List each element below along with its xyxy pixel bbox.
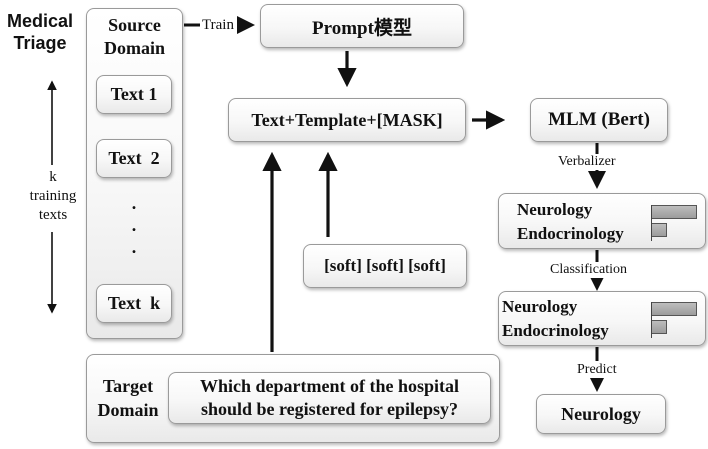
title-line2: Triage <box>13 33 67 53</box>
source-domain-line1: Source <box>108 15 161 35</box>
source-text-1: Text 1 <box>96 75 172 114</box>
template-box: Text+Template+[MASK] <box>228 98 466 142</box>
result-box-2-line2: Endocrinology <box>502 321 609 340</box>
source-ellipsis: . . . <box>131 193 137 257</box>
result-1-bar-2 <box>651 223 667 237</box>
verbalizer-label: Verbalizer <box>556 154 618 170</box>
title-line1: Medical <box>6 11 74 31</box>
result-1-bar-1 <box>651 205 697 219</box>
classification-label: Classification <box>548 262 629 278</box>
source-domain-line2: Domain <box>103 38 165 58</box>
train-label: Train <box>202 17 234 33</box>
prompt-model-label: Prompt模型 <box>312 17 412 39</box>
target-domain-title: Target Domain <box>90 374 166 422</box>
predict-label: Predict <box>575 362 619 378</box>
target-domain-line1: Target <box>102 376 154 396</box>
source-text-k: Text k <box>96 284 172 323</box>
source-text-1-label: Text 1 <box>110 84 158 104</box>
final-prediction-label: Neurology <box>561 403 641 424</box>
result-2-bar-2 <box>651 320 667 334</box>
mlm-box: MLM (Bert) <box>530 98 668 142</box>
result-box-2-line1: Neurology <box>502 297 578 316</box>
target-question-line1: Which department of the hospital <box>199 376 459 396</box>
result-box-1 <box>498 193 706 249</box>
k-axis-line1: k <box>49 169 57 185</box>
result-2-bar-1 <box>651 302 697 316</box>
source-domain-title: Source Domain <box>86 14 183 60</box>
soft-prompt-label: [soft] [soft] [soft] <box>324 256 446 275</box>
k-axis-label: k training texts <box>14 168 92 225</box>
k-axis-line3: texts <box>38 207 68 223</box>
target-question-box: Which department of the hospital should … <box>168 372 491 424</box>
template-label: Text+Template+[MASK] <box>251 109 443 130</box>
result-box-1-line2: Endocrinology <box>517 224 624 243</box>
result-box-2 <box>498 291 706 346</box>
result-box-1-line1: Neurology <box>517 200 593 219</box>
result-2-bar-chart <box>651 302 697 338</box>
k-axis-line2: training <box>29 188 77 204</box>
source-text-2: Text 2 <box>96 139 172 178</box>
target-question-line2: should be registered for epilepsy? <box>200 399 458 419</box>
result-1-axis <box>651 205 652 241</box>
mlm-label: MLM (Bert) <box>548 109 650 130</box>
source-text-2-label: Text 2 <box>108 148 160 168</box>
diagram-title: Medical Triage <box>0 10 80 54</box>
final-prediction-box: Neurology <box>536 394 666 434</box>
target-domain-line2: Domain <box>97 400 159 420</box>
prompt-model-box: Prompt模型 <box>260 4 464 48</box>
soft-prompt-box: [soft] [soft] [soft] <box>303 244 467 288</box>
result-2-axis <box>651 302 652 338</box>
result-1-bar-chart <box>651 205 697 241</box>
source-text-k-label: Text k <box>107 293 161 313</box>
